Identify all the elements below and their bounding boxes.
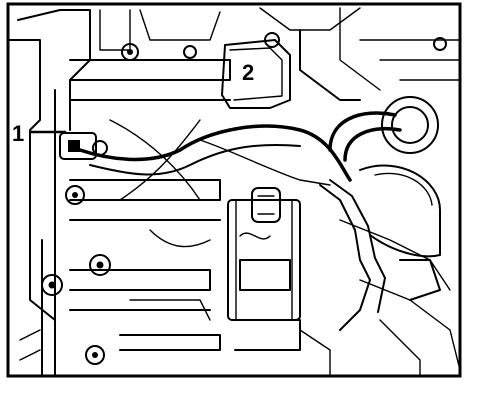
callout-2-label: 2 <box>242 60 254 85</box>
callout-1-label: 1 <box>12 121 24 146</box>
engine-component-illustration <box>9 7 461 377</box>
callout-2-box <box>235 56 269 86</box>
